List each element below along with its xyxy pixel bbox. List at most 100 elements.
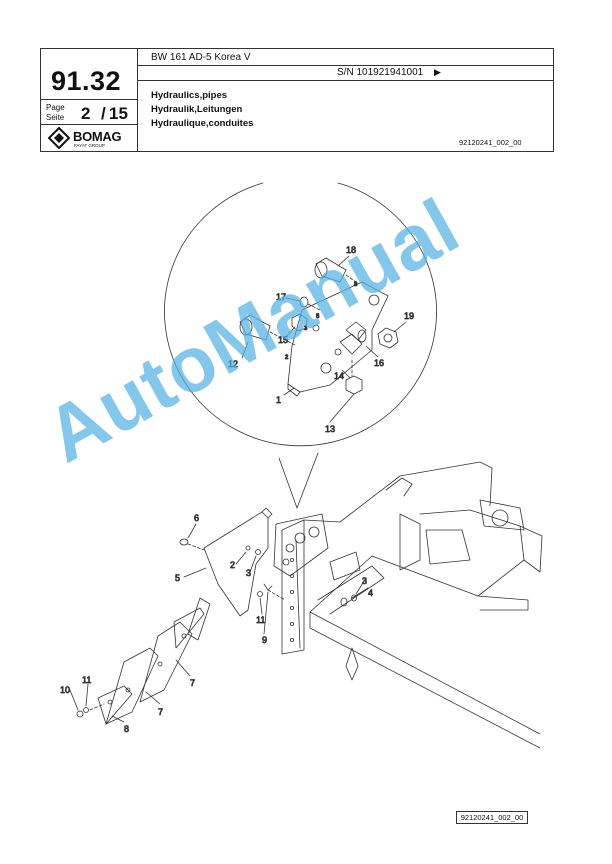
leader-line [241, 341, 249, 359]
arrow-right-icon[interactable]: ▶ [433, 67, 441, 77]
frame-hook [345, 647, 359, 681]
detail-fitting [239, 314, 271, 341]
frame-edge [303, 461, 493, 523]
nut-11 [257, 591, 263, 597]
part-label: 5 [175, 573, 180, 583]
brand-subtitle: FAYAT GROUP [74, 143, 105, 148]
page-label: Page [46, 103, 65, 112]
frame-edge [371, 555, 529, 611]
part-label: 16 [374, 358, 384, 368]
page-label-german: Seite [46, 113, 65, 122]
drawing-reference: 92120241_002_00 [459, 138, 522, 147]
detail-nut [377, 327, 399, 349]
detail-stud [339, 333, 363, 355]
leader-line [285, 297, 301, 302]
page-total: 15 [109, 104, 128, 123]
header-left-divider [41, 124, 137, 125]
detail-stud [345, 321, 367, 341]
bracket-fitting [285, 543, 295, 553]
bracket-5 [203, 511, 269, 617]
detail-nut-hole [383, 333, 393, 343]
title-german: Hydraulik,Leitungen [151, 104, 243, 115]
assembly-line [345, 274, 357, 283]
plate-hole [312, 324, 320, 332]
assembly-line [307, 303, 321, 311]
part-label: 9 [262, 635, 267, 645]
part-label: 17 [276, 292, 286, 302]
leader-line [341, 369, 351, 379]
detail-callout-line [278, 457, 298, 509]
frame-bracket [399, 513, 421, 571]
part-label: 15 [278, 335, 288, 345]
part-label: 12 [228, 359, 238, 369]
frame-box [479, 499, 525, 531]
title-english: Hydraulics,pipes [151, 90, 228, 101]
part-label: 11 [82, 675, 91, 685]
brand-name: BOMAG [73, 129, 122, 144]
bracket-flange [261, 507, 273, 519]
frame-opening [425, 529, 471, 565]
footer-drawing-reference: 92120241_002_00 [456, 811, 528, 824]
header-block: 91.32 Page Seite 2 / 15 BOMAG FAYAT GROU… [40, 48, 554, 152]
header-right-divider [137, 65, 553, 66]
serial-text: S/N 101921941001 [337, 67, 424, 78]
detail-circle [164, 182, 437, 447]
part-label: 14 [334, 371, 344, 381]
clip-9 [263, 583, 273, 591]
bomag-logo-icon [48, 127, 70, 149]
washer [255, 549, 261, 555]
detail-fitting-face [239, 318, 253, 336]
frame-rail [317, 565, 385, 615]
nut-10 [76, 710, 84, 718]
part-label: 3 [362, 576, 367, 586]
bracket-hole [107, 699, 113, 705]
frame-edge [309, 555, 373, 613]
assembly-line [89, 703, 105, 711]
detail-stud-face [357, 329, 367, 343]
leader-line [393, 321, 407, 333]
bracket-8-end [97, 685, 133, 725]
part-label: 3 [246, 568, 251, 578]
part-label: 11 [256, 615, 265, 625]
frame-bolt [351, 594, 357, 602]
bracket-fitting [308, 526, 320, 538]
part-label: 3 [304, 326, 308, 332]
part-label: 1 [276, 395, 281, 405]
leader-line [337, 255, 350, 267]
part-label: 13 [325, 424, 335, 434]
bracket-7-top [173, 607, 205, 649]
bolt-6 [179, 538, 189, 546]
bracket-plate [273, 513, 329, 577]
crossbeam [309, 611, 541, 749]
machine-model: BW 161 AD-5 Korea V [151, 52, 251, 63]
bracket-hole [157, 661, 163, 667]
plate-hole [320, 362, 332, 374]
leader-line [329, 393, 355, 423]
part-label: 5 [316, 314, 320, 320]
frame-edge [519, 525, 543, 573]
part-label: 8 [354, 282, 358, 288]
bracket-8 [105, 647, 159, 725]
section-number: 91.32 [51, 66, 122, 96]
assembly-line [269, 331, 296, 346]
plate-hole [368, 294, 380, 306]
detail-plate-edge [287, 383, 301, 397]
mounting-bracket [179, 507, 329, 617]
guide-brackets [76, 597, 211, 725]
part-label: 4 [368, 588, 373, 598]
part-label: 8 [124, 724, 129, 734]
detail-nut [345, 375, 363, 395]
washer-11 [83, 707, 89, 713]
assembly-line [187, 543, 205, 551]
bracket-fitting [294, 532, 306, 544]
plate-hole [334, 348, 342, 356]
machine-frame [281, 461, 543, 749]
leader-lines [69, 523, 369, 723]
frame-hole [491, 509, 509, 527]
detail-plate [287, 281, 389, 393]
header-right-divider [137, 80, 553, 81]
leader-line [284, 326, 296, 339]
frame-edge [419, 509, 525, 597]
leader-line [365, 345, 379, 358]
